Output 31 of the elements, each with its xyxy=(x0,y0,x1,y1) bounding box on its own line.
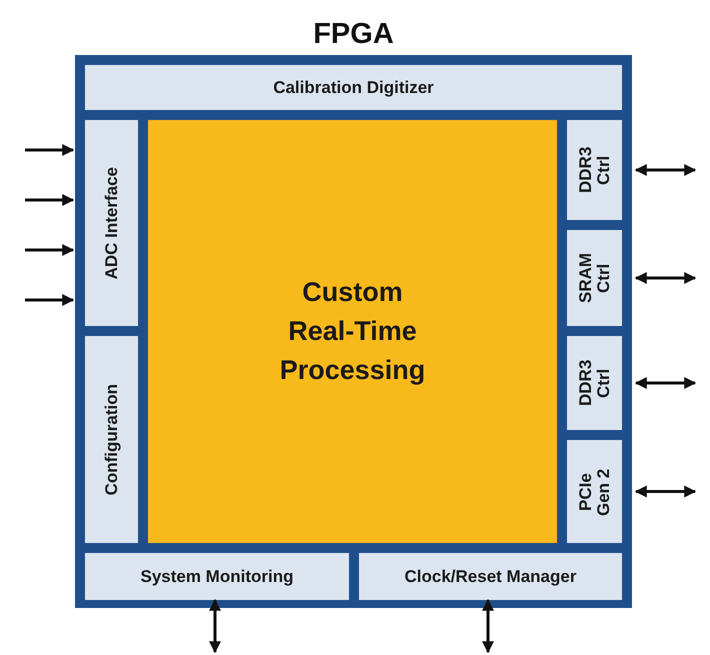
module-label: PCIe Gen 2 xyxy=(576,466,612,518)
module-label: ADC Interface xyxy=(102,166,120,280)
module-box xyxy=(85,65,622,110)
module-box xyxy=(85,120,138,326)
arrow xyxy=(209,598,221,654)
arrow xyxy=(25,194,74,206)
module-box xyxy=(567,336,622,430)
arrow xyxy=(25,244,74,256)
processing-box xyxy=(148,120,557,543)
arrow xyxy=(482,598,494,654)
arrow xyxy=(25,144,74,156)
module-box xyxy=(359,553,622,600)
arrow xyxy=(634,164,696,176)
module-box xyxy=(85,553,349,600)
module-label: DDR3 Ctrl xyxy=(576,358,612,408)
module-box xyxy=(567,440,622,543)
diagram-heading: FPGA xyxy=(312,17,395,52)
module-label: Calibration Digitizer xyxy=(273,78,434,96)
arrow xyxy=(634,486,696,498)
module-label: Configuration xyxy=(102,384,120,496)
arrow xyxy=(634,272,696,284)
module-label: Clock/Reset Manager xyxy=(404,568,576,586)
arrow xyxy=(634,377,696,389)
module-box xyxy=(567,120,622,220)
module-label: SRAM Ctrl xyxy=(576,252,612,306)
module-box xyxy=(85,336,138,543)
module-label: DDR3 Ctrl xyxy=(576,146,612,196)
module-box xyxy=(567,230,622,326)
module-label: Custom Real-Time Processing xyxy=(278,276,426,388)
module-label: System Monitoring xyxy=(140,568,294,586)
arrow xyxy=(25,294,74,306)
